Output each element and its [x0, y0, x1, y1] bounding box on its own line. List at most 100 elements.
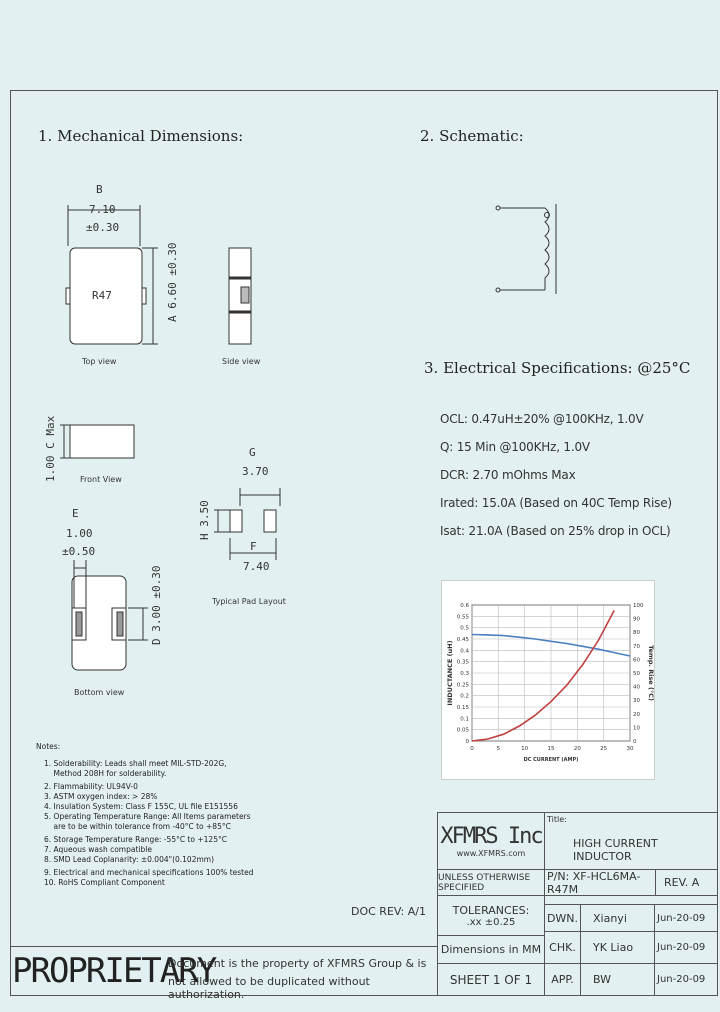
y-tick-label: 0.45 [457, 637, 470, 643]
note-item: 6. Storage Temperature Range: -55°C to +… [44, 835, 227, 844]
app-name: BW [581, 964, 655, 996]
y2-tick-label: 100 [633, 603, 644, 609]
proprietary-strip: PROPRIETARY Document is the property of … [10, 946, 437, 1001]
note-item: 4. Insulation System: Class F 155C, UL f… [44, 802, 238, 811]
dim-g-value: 3.70 [242, 465, 269, 478]
pad-layout-label: Typical Pad Layout [212, 597, 286, 606]
dwn-label: DWN. [545, 904, 581, 932]
company-website: www.XFMRS.com [456, 849, 526, 858]
y-tick-label: 0.5 [460, 626, 469, 632]
note-item: 3. ASTM oxygen index: > 28% [44, 792, 158, 801]
dim-b-value: 7.10 [89, 203, 116, 216]
top-view-label: Top view [82, 357, 117, 366]
y-tick-label: 0.4 [460, 648, 469, 654]
drawing-frame [10, 90, 718, 996]
title-value: HIGH CURRENT INDUCTOR [573, 837, 658, 863]
y-tick-label: 0.2 [460, 694, 469, 700]
chk-name: YK Liao [581, 932, 655, 964]
app-date: Jun-20-09 [655, 964, 718, 996]
y2-tick-label: 40 [633, 685, 640, 691]
elec-specs: OCL: 0.47uH±20% @100KHz, 1.0V Q: 15 Min … [440, 412, 672, 552]
proprietary-line1: Document is the property of XFMRS Group … [168, 957, 427, 970]
x-axis-label: DC CURRENT (AMP) [524, 757, 579, 763]
spec-dcr: DCR: 2.70 mOhms Max [440, 468, 576, 482]
y-tick-label: 0.3 [460, 671, 469, 677]
title-label: Title: [547, 815, 567, 824]
x-tick-label: 25 [600, 746, 607, 752]
spec-ocl: OCL: 0.47uH±20% @100KHz, 1.0V [440, 412, 644, 426]
note-item: 7. Aqueous wash compatible [44, 845, 152, 854]
dim-g-label: G [249, 446, 256, 459]
rev-cell: REV. A [655, 870, 718, 896]
unless-cell: UNLESS OTHERWISE SPECIFIED [437, 870, 545, 896]
y-tick-label: 0.05 [457, 728, 470, 734]
series-line-1 [471, 610, 615, 742]
note-item: 8. SMD Lead Coplanarity: ±0.004"(0.102mm… [44, 855, 214, 864]
dims-cell: Dimensions in MM [437, 936, 545, 964]
dim-a: A 6.60 ±0.30 [166, 242, 179, 322]
x-tick-label: 10 [521, 746, 528, 752]
title-cell: Title: HIGH CURRENT INDUCTOR [545, 812, 718, 870]
proprietary-word: PROPRIETARY [12, 951, 217, 991]
dim-c: 1.00 C Max [44, 415, 57, 482]
notes-title: Notes: [36, 742, 61, 751]
dim-b-tolerance: ±0.30 [86, 221, 120, 234]
tolerances-label: TOLERANCES: [452, 903, 530, 917]
proprietary-line2: not allowed to be duplicated without aut… [168, 975, 370, 1001]
y2-tick-label: 90 [633, 617, 640, 623]
spec-irated: Irated: 15.0A (Based on 40C Temp Rise) [440, 496, 672, 510]
y-tick-label: 0.6 [460, 603, 469, 609]
dim-f-label: F [250, 540, 257, 553]
note-item: 5. Operating Temperature Range: All Item… [44, 812, 251, 821]
y2-tick-label: 70 [633, 644, 640, 650]
y2-tick-label: 30 [633, 698, 640, 704]
x-tick-label: 0 [470, 746, 474, 752]
dim-e-label: E [72, 507, 79, 520]
y-axis-label: INDUCTANCE (uH) [446, 640, 454, 705]
tolerances-value: .xx ±0.25 [466, 916, 516, 928]
dwn-name: Xianyi [581, 904, 655, 932]
y-tick-label: 0.55 [457, 614, 470, 620]
dim-b-label: B [96, 183, 103, 196]
y-tick-label: 0.15 [457, 705, 470, 711]
sheet-cell: SHEET 1 OF 1 [437, 964, 545, 996]
x-tick-label: 5 [497, 746, 501, 752]
elec-title: 3. Electrical Specifications: @25°C [424, 359, 691, 377]
y-tick-label: 0.1 [460, 716, 469, 722]
note-item: are to be within tolerance from -40°C to… [44, 822, 231, 831]
dim-f-value: 7.40 [243, 560, 270, 573]
x-tick-label: 15 [548, 746, 555, 752]
chk-label: CHK. [545, 932, 581, 964]
notes-block: Notes: 1. Solderability: Leads shall mee… [36, 742, 254, 888]
note-item: 1. Solderability: Leads shall meet MIL-S… [44, 759, 227, 768]
part-marking: R47 [92, 289, 112, 302]
dim-e-value: 1.00 [66, 527, 93, 540]
schematic-title: 2. Schematic: [420, 127, 524, 145]
app-label: APP. [545, 964, 581, 996]
bottom-view-label: Bottom view [74, 688, 125, 697]
y2-axis-label: Temp. Rise (°C) [647, 645, 654, 701]
x-tick-label: 30 [627, 746, 634, 752]
y2-tick-label: 80 [633, 630, 640, 636]
x-tick-label: 20 [574, 746, 581, 752]
company-cell: XFMRS Inc www.XFMRS.com [437, 812, 545, 870]
doc-rev: DOC REV: A/1 [351, 905, 426, 918]
front-view-label: Front View [80, 475, 122, 484]
y-tick-label: 0 [466, 739, 470, 745]
dwn-date: Jun-20-09 [655, 904, 718, 932]
note-item: 10. RoHS Compliant Component [44, 878, 165, 887]
dim-h: H 3.50 [198, 500, 211, 540]
pn-cell: P/N: XF-HCL6MA-R47M [545, 870, 655, 896]
note-item: 9. Electrical and mechanical specificati… [44, 868, 254, 877]
spec-isat: Isat: 21.0A (Based on 25% drop in OCL) [440, 524, 671, 538]
dim-d: D 3.00 ±0.30 [150, 565, 163, 645]
note-item: Method 208H for solderability. [44, 769, 167, 778]
y2-tick-label: 50 [633, 671, 640, 677]
mech-title: 1. Mechanical Dimensions: [38, 127, 244, 145]
y2-tick-label: 60 [633, 657, 640, 663]
dim-e-tolerance: ±0.50 [62, 545, 96, 558]
chk-date: Jun-20-09 [655, 932, 718, 964]
y2-tick-label: 20 [633, 712, 640, 718]
